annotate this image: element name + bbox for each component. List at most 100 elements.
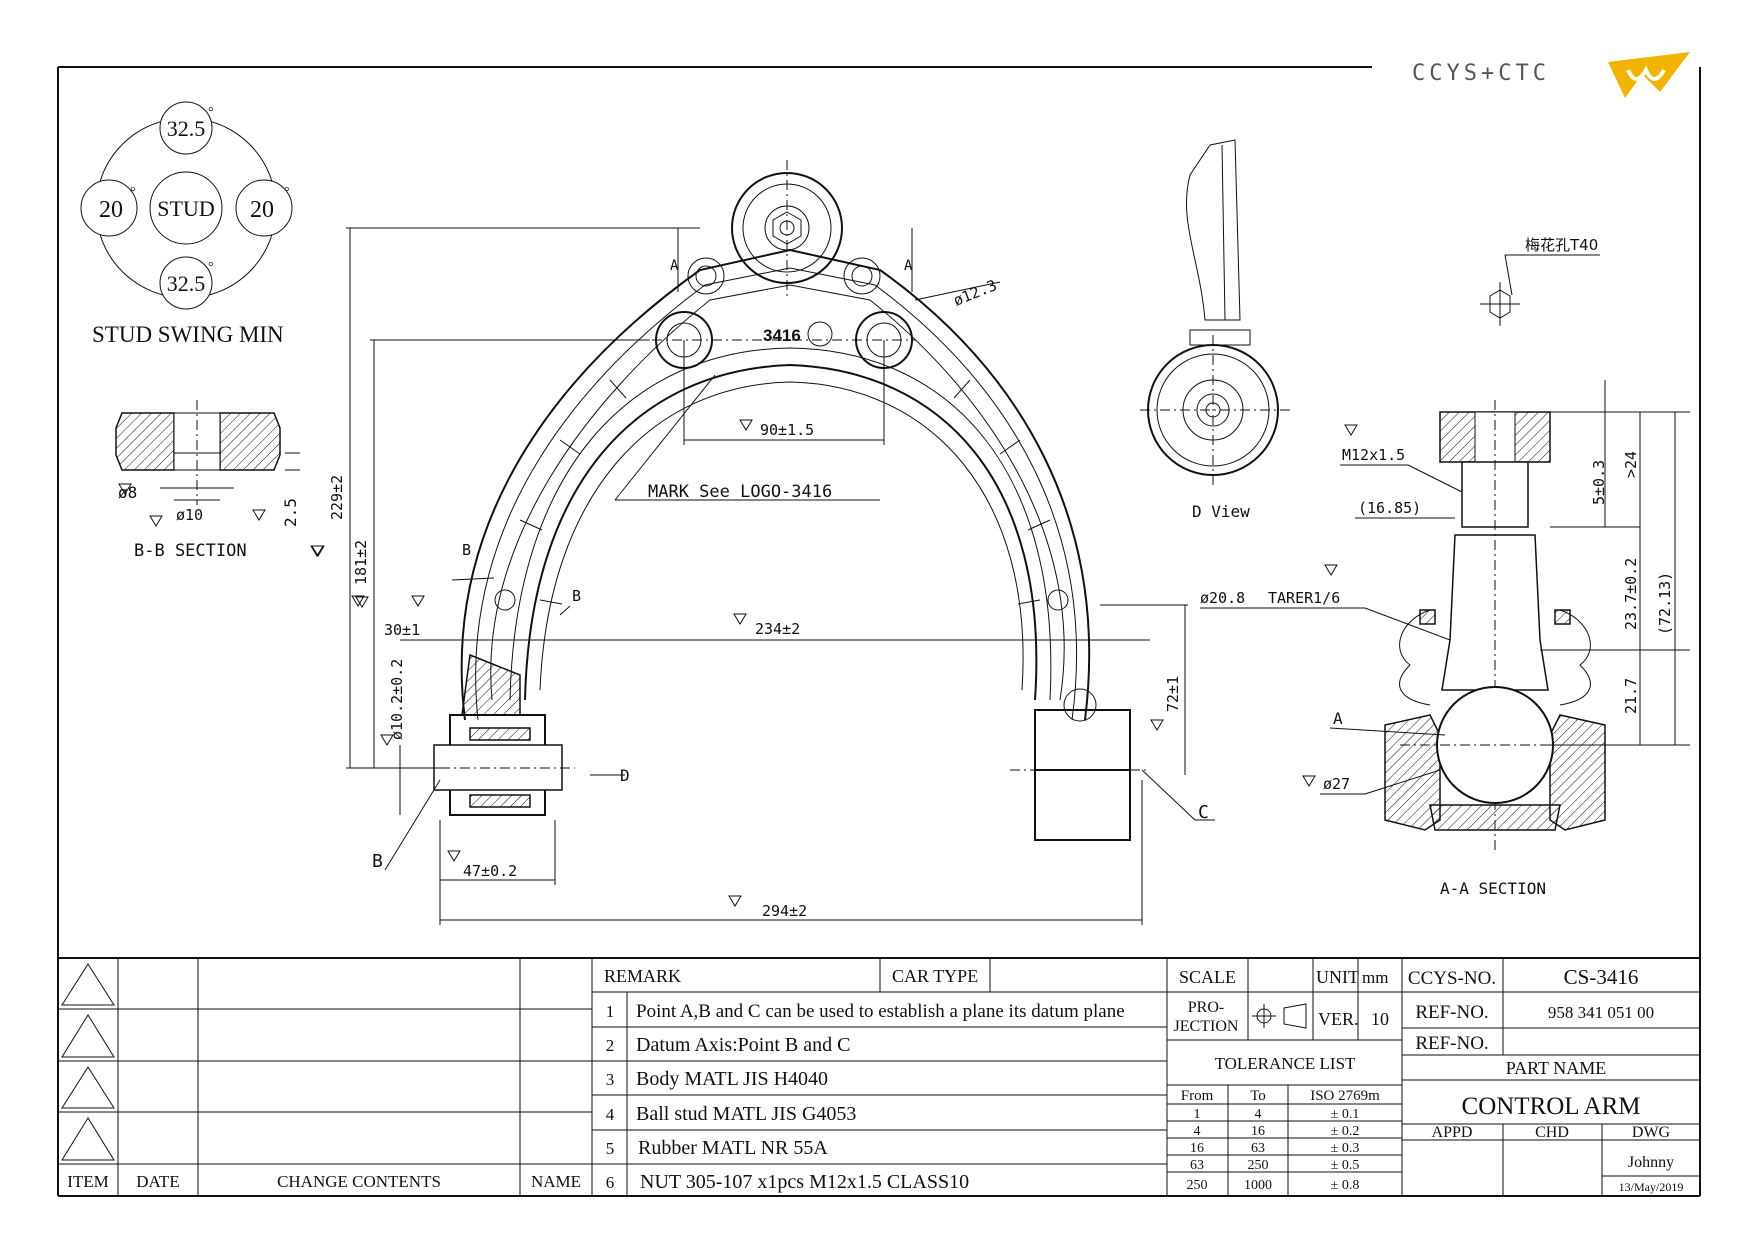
svg-text:± 0.2: ± 0.2 [1331,1124,1360,1139]
svg-text:A: A [1333,709,1343,728]
svg-text:4: 4 [606,1105,615,1124]
svg-text:M12x1.5: M12x1.5 [1342,446,1405,464]
svg-text:(16.85): (16.85) [1358,499,1421,517]
svg-text:PART NAME: PART NAME [1506,1058,1606,1078]
swing-top: 32.5 [167,116,206,141]
svg-text:REF-NO.: REF-NO. [1415,1033,1488,1054]
svg-text:>24: >24 [1622,451,1640,478]
swing-bottom: 32.5 [167,271,206,296]
dim-12-3: ø12.3 [951,276,1000,310]
aa-caption: A-A SECTION [1440,879,1546,898]
projection-symbol-icon [1252,1003,1307,1029]
frame [57,66,1701,1197]
svg-text:Johnny: Johnny [1628,1154,1674,1171]
svg-text:1: 1 [606,1002,615,1021]
svg-text:NAME: NAME [531,1172,581,1191]
svg-text:°: ° [130,185,136,200]
svg-text:± 0.3: ± 0.3 [1331,1141,1360,1156]
svg-text:5±0.3: 5±0.3 [1590,460,1608,505]
svg-text:mm: mm [1362,968,1388,987]
dim-181: 181±2 [352,540,370,585]
svg-text:TOLERANCE LIST: TOLERANCE LIST [1215,1054,1356,1073]
swing-left: 20 [99,197,123,223]
svg-text:Rubber MATL NR 55A: Rubber MATL NR 55A [638,1137,828,1159]
svg-text:PRO-: PRO- [1188,999,1224,1016]
svg-text:ø8: ø8 [118,483,137,502]
dim-234: 234±2 [755,620,800,638]
bb-section: ø8 ø10 2.5 B-B SECTION [115,400,324,561]
swing-center: STUD [157,196,214,221]
svg-text:CHD: CHD [1535,1124,1569,1141]
svg-text:(72.13): (72.13) [1656,572,1674,635]
svg-text:63: 63 [1190,1158,1204,1173]
stud-swing-diagram: 32.5 32.5 20 20 ° ° ° ° STUD STUD SWING … [80,101,293,347]
dim-72: 72±1 [1164,676,1182,712]
remarks-table: REMARK CAR TYPE 1 Point A,B and C can be… [592,958,1168,1196]
svg-text:2: 2 [606,1036,615,1055]
svg-text:4: 4 [1194,1124,1201,1139]
svg-text:A: A [670,258,679,274]
svg-text:CCYS+CTC: CCYS+CTC [1412,61,1550,86]
svg-text:Point A,B and C can be used to: Point A,B and C can be used to establish… [636,1001,1125,1022]
svg-text:Body MATL JIS H4040: Body MATL JIS H4040 [636,1068,828,1090]
svg-text:Ball stud MATL JIS G4053: Ball stud MATL JIS G4053 [636,1103,856,1125]
svg-text:CCYS-NO.: CCYS-NO. [1408,968,1496,989]
svg-text:APPD: APPD [1432,1124,1473,1141]
svg-text:NUT 305-107 x1pcs M12x1.5 CLAS: NUT 305-107 x1pcs M12x1.5 CLASS10 [640,1171,969,1193]
svg-text:± 0.8: ± 0.8 [1331,1178,1360,1193]
svg-text:CAR TYPE: CAR TYPE [892,966,978,986]
svg-text:REF-NO.: REF-NO. [1415,1002,1488,1023]
svg-text:B: B [572,587,581,605]
svg-text:UNIT: UNIT [1316,967,1359,987]
svg-text:1: 1 [1194,1107,1201,1122]
svg-text:5: 5 [606,1139,615,1158]
svg-text:SCALE: SCALE [1179,967,1236,987]
svg-text:10: 10 [1371,1009,1389,1029]
dim-47: 47±0.2 [463,862,517,880]
svg-text:3: 3 [606,1070,615,1089]
drawing-number: CS-3416 [1564,965,1639,989]
svg-text:D: D [620,766,630,785]
dim-294: 294±2 [762,902,807,920]
svg-text:4: 4 [1255,1107,1262,1122]
company-logo: CCYS+CTC [1412,52,1690,98]
dim-10-2: ø10.2±0.2 [388,659,406,740]
svg-text:ISO 2769m: ISO 2769m [1310,1088,1380,1104]
svg-text:VER.: VER. [1318,1009,1359,1029]
svg-text:ITEM: ITEM [67,1172,109,1191]
main-view: 3416 229±2 181±2 90±1.5 234±2 30±1 ø10.2… [311,160,1215,925]
svg-text:250: 250 [1187,1178,1208,1193]
logo-mark-note: MARK See LOGO-3416 [648,482,832,502]
svg-text:°: ° [284,185,290,200]
spec-table: SCALE UNIT mm PRO- JECTION VER. 10 TOLER… [1167,958,1403,1196]
svg-text:DWG: DWG [1632,1124,1671,1141]
svg-text:ø20.8: ø20.8 [1200,589,1245,607]
svg-text:16: 16 [1190,1141,1204,1156]
d-view-caption: D View [1192,502,1250,521]
aa-section: 梅花孔T40 M12x1.5 (16.85) ø20.8 TARER1/6 [1200,236,1690,898]
dim-90: 90±1.5 [760,421,814,439]
swing-right: 20 [250,197,274,223]
revision-table: ITEM DATE CHANGE CONTENTS NAME [58,958,593,1196]
part-name: CONTROL ARM [1462,1093,1641,1120]
svg-text:°: ° [208,105,214,120]
dim-30: 30±1 [384,621,420,639]
svg-text:REMARK: REMARK [604,966,681,986]
svg-text:1000: 1000 [1244,1178,1272,1193]
d-view: D View [1140,139,1290,521]
svg-text:JECTION: JECTION [1174,1018,1239,1035]
title-block: CCYS-NO. CS-3416 REF-NO. 958 341 051 00 … [1402,958,1700,1196]
svg-text:From: From [1181,1088,1214,1104]
svg-text:B: B [372,851,383,872]
svg-text:6: 6 [606,1173,615,1192]
svg-text:To: To [1250,1088,1266,1104]
part-number-mark: 3416 [763,326,801,345]
svg-text:CHANGE CONTENTS: CHANGE CONTENTS [277,1172,441,1191]
svg-text:ø27: ø27 [1323,775,1350,793]
svg-text:± 0.1: ± 0.1 [1331,1107,1360,1122]
svg-text:TARER1/6: TARER1/6 [1268,589,1340,607]
svg-text:21.7: 21.7 [1622,678,1640,714]
svg-text:16: 16 [1251,1124,1265,1139]
svg-text:± 0.5: ± 0.5 [1331,1158,1360,1173]
bb-caption: B-B SECTION [134,541,247,561]
